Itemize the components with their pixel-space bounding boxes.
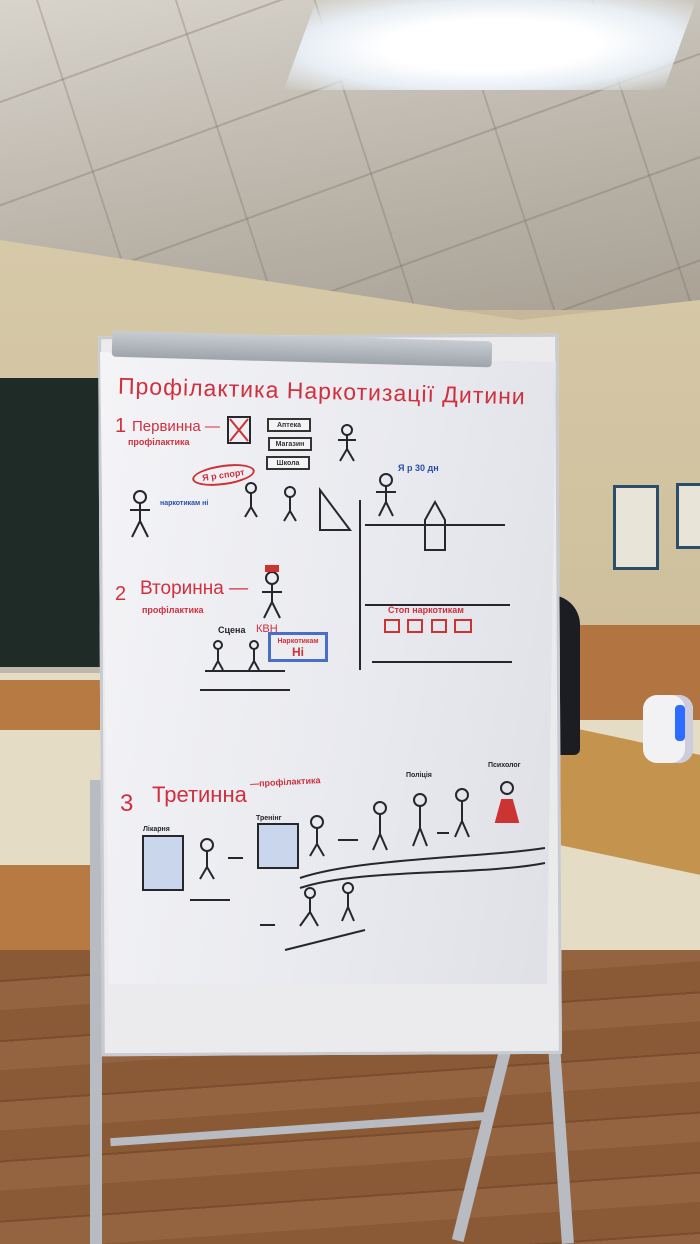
section1-title: Первинна — [132, 418, 220, 435]
note-no-drugs: наркотикам ні [160, 500, 209, 507]
speech-text: Я р 30 дн [398, 463, 439, 473]
section2-subtitle: профілактика [142, 605, 204, 615]
humidifier [643, 695, 693, 763]
stage-label: Сцена [218, 625, 246, 635]
wall-frame [676, 483, 700, 549]
crossed-box [227, 416, 251, 444]
blackboard [0, 378, 105, 673]
stick-figures [130, 424, 520, 927]
police-label: Поліція [406, 772, 432, 779]
section2-title: Вторинна — [140, 578, 249, 599]
training-door [257, 823, 299, 869]
box-pharmacy: Аптека [267, 418, 311, 432]
section1-number: 1 [115, 415, 127, 437]
wall-frame [613, 485, 659, 570]
sign-line2: Ні [292, 645, 304, 659]
house [424, 499, 446, 551]
hospital-door [142, 835, 184, 891]
box-school: Школа [266, 456, 310, 470]
psychologist-label: Психолог [488, 762, 521, 769]
hospital-label: Лікарня [143, 826, 170, 833]
easel-leg [90, 780, 102, 1244]
stop-drugs-banner: Стоп наркотикам [388, 605, 464, 615]
goal [319, 487, 352, 531]
sign-line1: Наркотикам [277, 638, 319, 645]
section1-subtitle: профілактика [128, 437, 190, 447]
training-label: Тренінг [256, 815, 282, 822]
section2-number: 2 [115, 583, 127, 605]
section3-number: 3 [120, 790, 134, 817]
wood-trim [0, 680, 110, 730]
section3-title: Третинна [152, 782, 247, 807]
box-shop: Магазин [268, 437, 312, 451]
